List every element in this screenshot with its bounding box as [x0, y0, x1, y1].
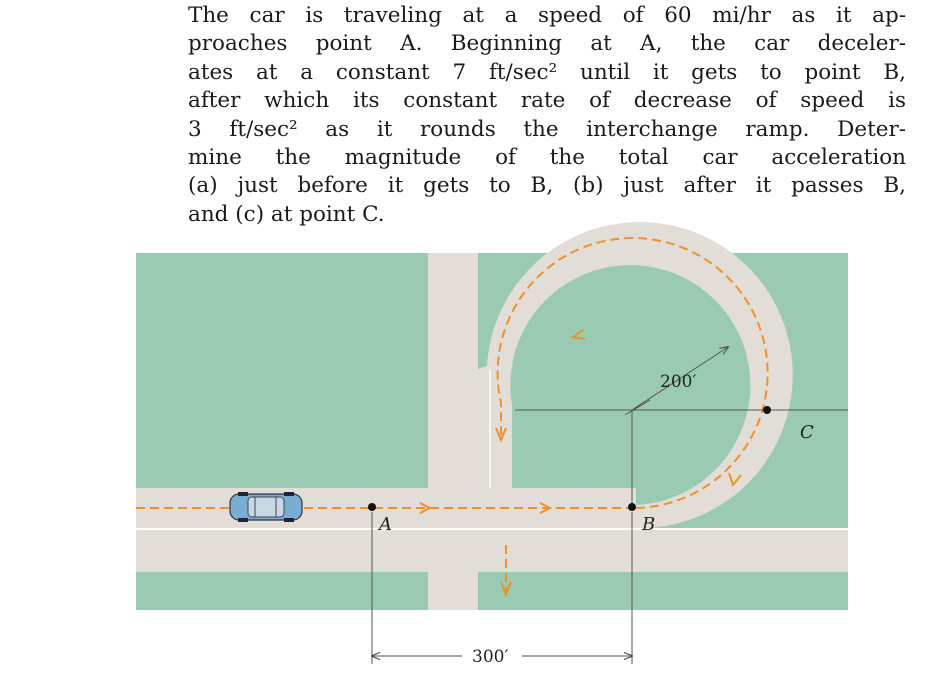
- problem-line-1: The car is traveling at a speed of 60 mi…: [188, 3, 906, 28]
- path-arrow-3: [728, 472, 742, 488]
- path-arrow-2: [539, 502, 553, 514]
- radius-label: 200′: [660, 372, 696, 392]
- point-c-label: C: [800, 422, 814, 443]
- ramp-connector: [478, 505, 636, 528]
- problem-line-3: ates at a constant 7 ft/sec² until it ge…: [188, 59, 906, 85]
- path-ramp-loop: [496, 237, 769, 509]
- car-icon: [229, 492, 303, 522]
- path-arrow-6: [500, 581, 512, 597]
- path-arrow-1: [419, 502, 433, 514]
- point-a-marker: [368, 503, 376, 511]
- point-a-label: A: [377, 514, 392, 535]
- problem-line-5: 3 ft/sec² as it rounds the interchange r…: [188, 116, 906, 142]
- interchange-ramp: [475, 222, 793, 529]
- road-network: [136, 222, 848, 610]
- problem-line-2: proaches point A. Beginning at A, the ca…: [188, 31, 906, 57]
- point-c-marker: [763, 406, 771, 414]
- path-arrow-4: [570, 329, 586, 340]
- distance-dimension: [372, 512, 632, 664]
- problem-line-4: after which its constant rate of decreas…: [188, 88, 906, 114]
- path-arrows: [419, 329, 742, 597]
- problem-line-7: (a) just before it gets to B, (b) just a…: [188, 173, 906, 199]
- radius-center-tick: [624, 399, 651, 416]
- problem-line-8: and (c) at point C.: [188, 201, 385, 227]
- problem-statement: The car is traveling at a speed of 60 mi…: [188, 2, 906, 229]
- path-arrow-5: [495, 427, 507, 443]
- problem-line-6: mine the magnitude of the total car acce…: [188, 145, 906, 171]
- main-road-lower-lane: [136, 530, 848, 572]
- point-b-label: B: [641, 514, 655, 535]
- radius-geometry: [515, 347, 848, 505]
- car-path: [136, 237, 769, 600]
- radius-dimension-line: [631, 347, 728, 411]
- distance-label: 300′: [472, 647, 508, 667]
- point-b-marker: [628, 503, 636, 511]
